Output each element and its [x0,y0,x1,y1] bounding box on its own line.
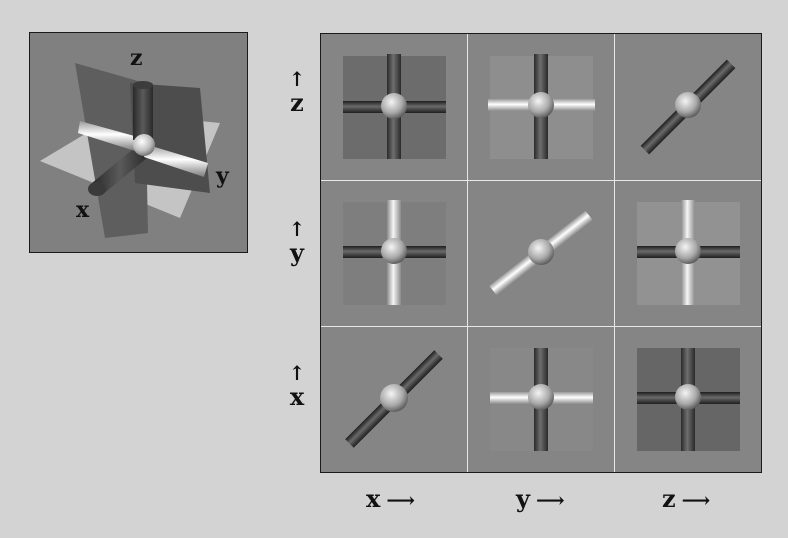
inset-3d-drawing [40,63,220,238]
cell-z-y [468,34,615,180]
cell-z-x [321,34,468,180]
cell-x-y [468,326,615,472]
col-label-x: x⟶ [366,484,415,513]
projection-grid [320,33,762,473]
inset-label-y: y [216,163,229,189]
right-arrow-icon: ⟶ [681,488,711,512]
cell-z-z [615,34,762,180]
row-label-x: ↑ x [282,362,312,410]
cell-y-y [468,180,615,326]
col-label-y: y⟶ [516,484,565,513]
row-label-z: ↑ z [282,68,312,116]
inset-label-x: x [76,197,90,223]
up-arrow-icon: ↑ [288,67,306,91]
cell-x-x [321,326,468,472]
row-label-y: ↑ y [282,218,312,266]
z-tube [133,85,153,140]
right-arrow-icon: ⟶ [386,488,415,512]
up-arrow-icon: ↑ [288,361,306,385]
vertical-plane-left [75,63,148,238]
up-arrow-icon: ↑ [288,217,306,241]
cell-y-x [321,180,468,326]
inset-label-z: z [130,45,143,71]
left-tube [78,121,138,151]
col-label-z: z⟶ [662,484,711,513]
y-tube [144,145,208,177]
x-tube [92,145,148,195]
inset-3d-view: z y x [29,32,248,253]
center-ball [133,134,155,156]
cell-y-z [615,180,762,326]
right-arrow-icon: ⟶ [535,488,565,512]
cell-x-z [615,326,762,472]
